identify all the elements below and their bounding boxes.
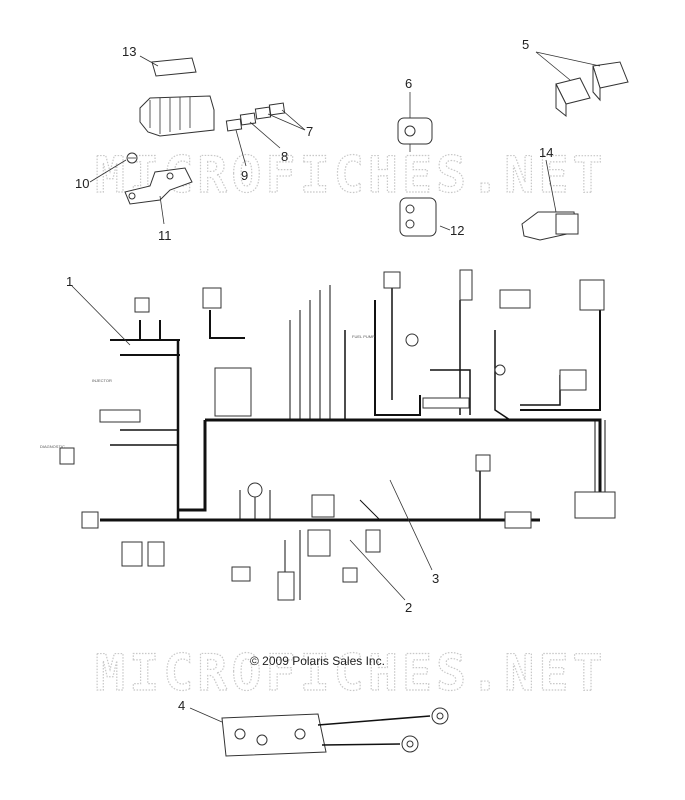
callout-10: 10 [75, 176, 89, 191]
part-7-8-9-fuses [225, 102, 286, 132]
callout-3: 3 [432, 571, 439, 586]
part-4-ground-cable [221, 707, 449, 757]
callout-9: 9 [241, 168, 248, 183]
callout-12: 12 [450, 223, 464, 238]
callout-2: 2 [405, 600, 412, 615]
callout-11: 11 [158, 228, 172, 243]
injector-label: INJECTOR [92, 378, 112, 383]
callout-1: 1 [66, 274, 73, 289]
callout-13: 13 [122, 44, 136, 59]
part-11-bracket [124, 167, 193, 205]
part-10-screw [126, 152, 138, 164]
part-6-switch [397, 117, 433, 152]
callout-6: 6 [405, 76, 412, 91]
part-1-wire-harness: DIAGNOSTIC INJECTOR FUEL PUMP [40, 269, 616, 601]
copyright-notice: © 2009 Polaris Sales Inc. [250, 654, 385, 668]
fuel-pump-label: FUEL PUMP [352, 334, 375, 339]
part-14-breaker [521, 211, 579, 241]
watermark-bottom: MICROFICHES.NET [95, 644, 607, 702]
callout-4: 4 [178, 698, 185, 713]
part-5-relays [555, 61, 629, 118]
leader-lines [71, 51, 601, 723]
callout-7: 7 [306, 124, 313, 139]
part-13-fuse-box-cover [139, 57, 215, 137]
diagnostic-label: DIAGNOSTIC [40, 444, 65, 449]
callout-8: 8 [281, 149, 288, 164]
callout-14: 14 [539, 145, 553, 160]
part-12-dual-switch [399, 197, 437, 237]
callout-5: 5 [522, 37, 529, 52]
callouts: 13 10 11 9 8 7 6 5 14 12 1 3 2 4 [66, 37, 553, 713]
